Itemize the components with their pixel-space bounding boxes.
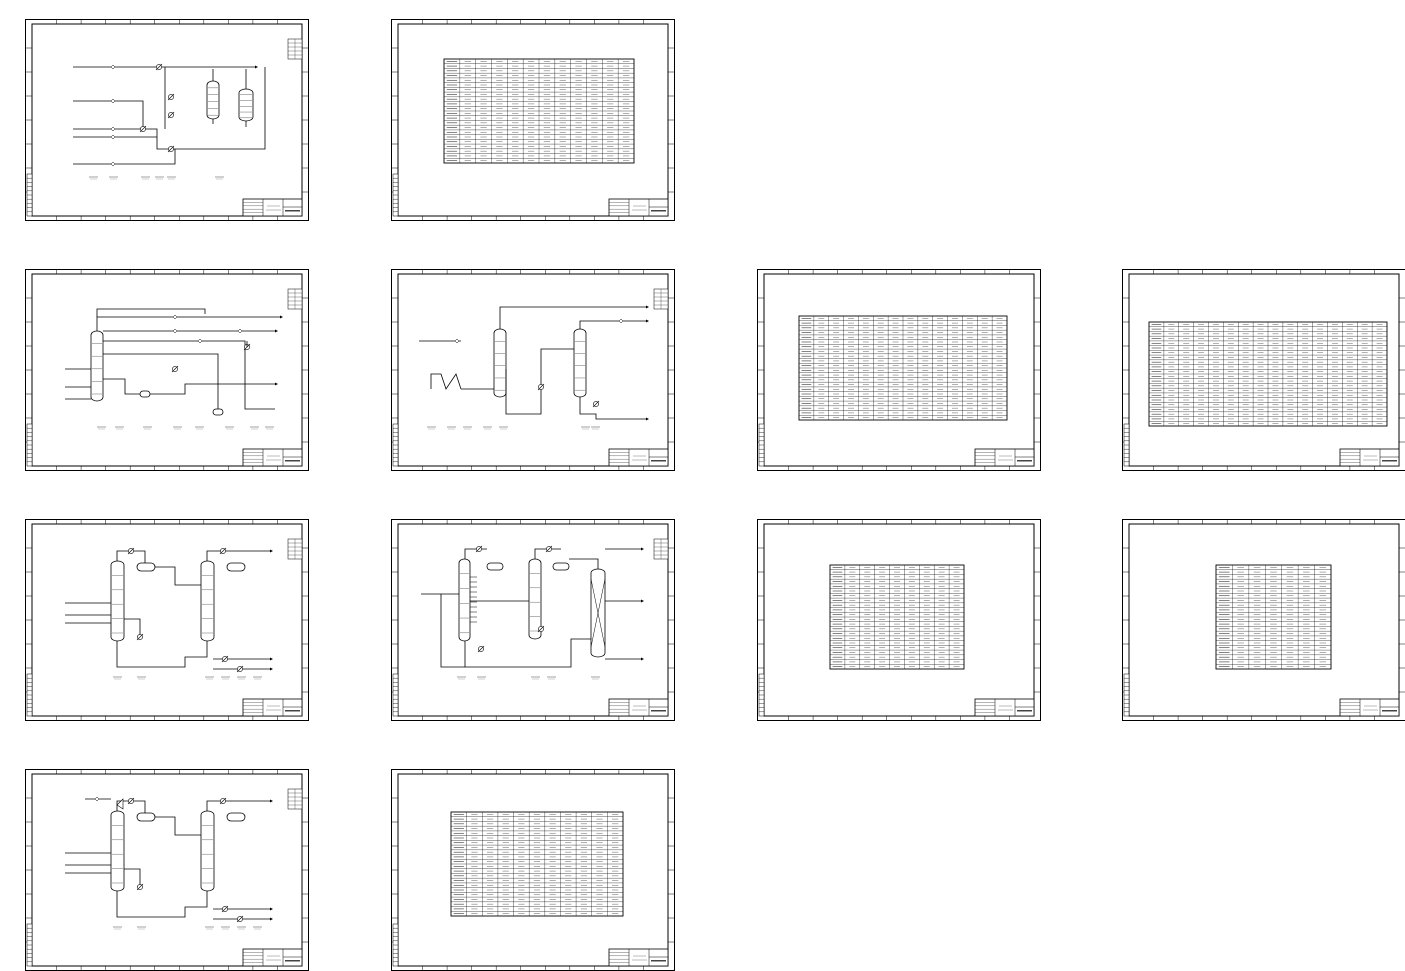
stream-table bbox=[1216, 565, 1331, 669]
process-flow-diagram bbox=[65, 789, 302, 929]
drawing-frame bbox=[25, 269, 309, 471]
flow-diagram-sheet-11[interactable] bbox=[25, 769, 309, 971]
title-block bbox=[975, 699, 1034, 716]
stream-table-sheet-2[interactable] bbox=[391, 19, 675, 221]
title-block bbox=[243, 449, 302, 466]
stream-table-sheet-9[interactable] bbox=[757, 519, 1041, 721]
revision-strip bbox=[1124, 674, 1129, 716]
revision-strip bbox=[393, 924, 398, 966]
process-flow-diagram bbox=[65, 539, 302, 679]
drawing-frame bbox=[25, 519, 309, 721]
title-block bbox=[1340, 449, 1399, 466]
revision-strip bbox=[27, 924, 32, 966]
revision-strip bbox=[27, 424, 32, 466]
title-block bbox=[243, 199, 302, 216]
flow-diagram-sheet-4[interactable] bbox=[391, 269, 675, 471]
stream-table bbox=[799, 316, 1007, 420]
revision-strip bbox=[759, 424, 764, 466]
revision-strip bbox=[27, 174, 32, 216]
revision-strip bbox=[393, 674, 398, 716]
drawing-frame bbox=[25, 19, 309, 221]
flow-diagram-sheet-3[interactable] bbox=[25, 269, 309, 471]
revision-strip bbox=[27, 674, 32, 716]
title-block bbox=[243, 949, 302, 966]
flow-diagram-sheet-8[interactable] bbox=[391, 519, 675, 721]
stream-table bbox=[1149, 322, 1387, 426]
process-flow-diagram bbox=[65, 289, 302, 429]
title-block bbox=[1340, 699, 1399, 716]
process-flow-diagram bbox=[73, 39, 302, 179]
stream-table bbox=[444, 59, 634, 163]
stream-table-sheet-10[interactable] bbox=[1122, 519, 1405, 721]
title-block bbox=[609, 949, 668, 966]
revision-strip bbox=[393, 174, 398, 216]
title-block bbox=[609, 199, 668, 216]
revision-strip bbox=[393, 424, 398, 466]
process-flow-diagram bbox=[421, 539, 668, 679]
stream-table bbox=[830, 565, 964, 669]
title-block bbox=[243, 699, 302, 716]
revision-strip bbox=[759, 674, 764, 716]
drawing-frame bbox=[25, 769, 309, 971]
stream-table-sheet-12[interactable] bbox=[391, 769, 675, 971]
stream-table-sheet-6[interactable] bbox=[1122, 269, 1405, 471]
title-block bbox=[609, 449, 668, 466]
title-block bbox=[975, 449, 1034, 466]
stream-table bbox=[451, 812, 623, 916]
title-block bbox=[609, 699, 668, 716]
stream-table-sheet-5[interactable] bbox=[757, 269, 1041, 471]
flow-diagram-sheet-1[interactable] bbox=[25, 19, 309, 221]
process-flow-diagram bbox=[419, 289, 668, 429]
drawing-frame bbox=[391, 269, 675, 471]
flow-diagram-sheet-7[interactable] bbox=[25, 519, 309, 721]
revision-strip bbox=[1124, 424, 1129, 466]
